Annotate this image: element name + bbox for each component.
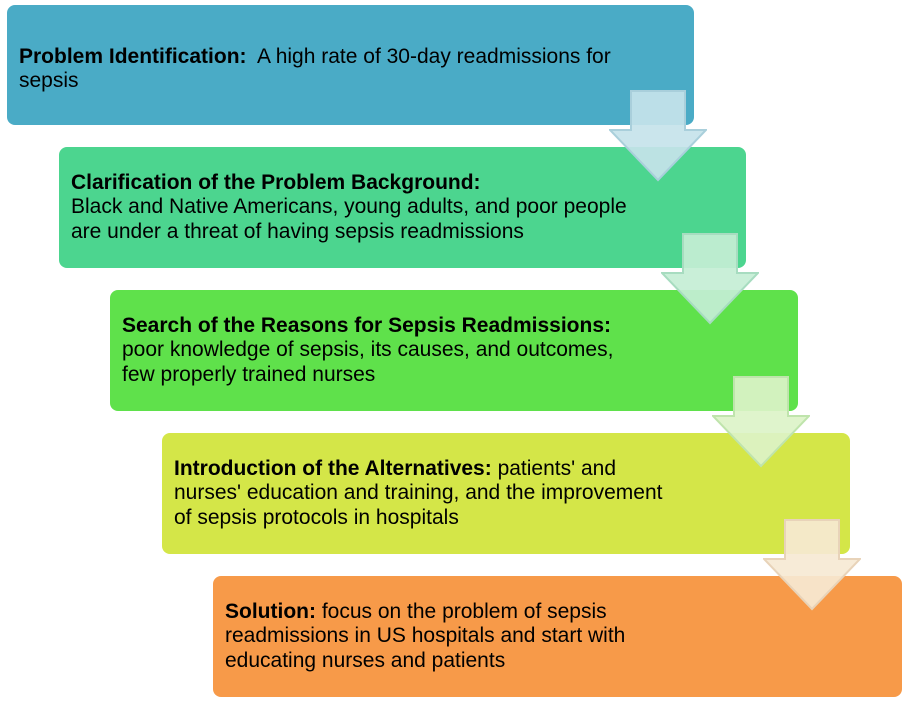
step-body: focus on the problem of sepsis readmissi…	[225, 599, 626, 672]
arrow-shape	[712, 376, 810, 468]
step-text: Search of the Reasons for Sepsis Readmis…	[122, 314, 778, 388]
down-arrow-icon	[661, 233, 759, 325]
step-body: Black and Native Americans, young adults…	[71, 195, 627, 243]
down-arrow-icon	[712, 376, 810, 468]
step-body: poor knowledge of sepsis, its causes, an…	[122, 338, 614, 386]
step-clarification: Clarification of the Problem Background:…	[59, 147, 746, 268]
down-arrow-icon	[609, 90, 707, 182]
step-alternatives: Introduction of the Alternatives: patien…	[162, 433, 850, 554]
arrow-shape	[609, 90, 707, 182]
down-arrow-icon	[763, 519, 861, 611]
down-arrow-icon	[763, 519, 861, 611]
down-arrow-icon	[661, 233, 759, 325]
step-title: Introduction of the Alternatives:	[174, 456, 492, 480]
step-problem-identification: Problem Identification: A high rate of 3…	[7, 5, 694, 125]
step-title: Problem Identification:	[19, 44, 247, 68]
down-arrow-icon	[609, 90, 707, 182]
down-arrow-icon	[712, 376, 810, 468]
step-text: Clarification of the Problem Background:…	[71, 171, 726, 245]
step-title: Solution:	[225, 599, 316, 623]
step-body: A high rate of 30-day readmissions for s…	[19, 44, 611, 93]
step-title: Clarification of the Problem Background:	[71, 170, 481, 194]
arrow-shape	[763, 519, 861, 611]
step-solution: Solution: focus on the problem of sepsis…	[213, 576, 902, 697]
step-text: Introduction of the Alternatives: patien…	[174, 457, 830, 531]
step-text: Solution: focus on the problem of sepsis…	[225, 600, 882, 674]
step-body: patients' and nurses' education and trai…	[174, 456, 663, 529]
step-text: Problem Identification: A high rate of 3…	[19, 45, 674, 94]
step-title: Search of the Reasons for Sepsis Readmis…	[122, 313, 611, 337]
step-search-reasons: Search of the Reasons for Sepsis Readmis…	[110, 290, 798, 411]
arrow-shape	[661, 233, 759, 325]
